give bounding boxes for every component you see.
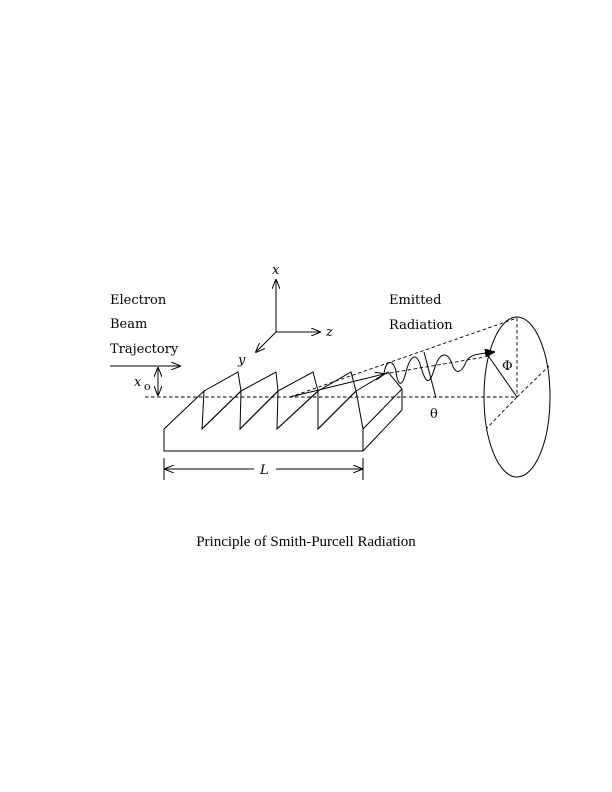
emission-ray-solid <box>289 374 384 398</box>
beam-label-line1: Electron <box>110 293 167 308</box>
emission-ray-dashed <box>289 317 518 398</box>
grating <box>163 371 403 452</box>
grating-base-outline <box>163 429 364 452</box>
grating-back-teeth <box>203 371 403 392</box>
emission-rays <box>289 317 518 398</box>
observation-plane: Φ <box>483 316 551 478</box>
y-axis-arrow <box>256 331 277 352</box>
length-label: L <box>259 463 269 478</box>
angle-phi-label: Φ <box>502 359 513 374</box>
offset-symbol: x <box>134 375 142 390</box>
phi-ray <box>486 353 518 398</box>
axis-z-label: z <box>325 325 333 340</box>
beam-label-line3: Trajectory <box>110 342 179 357</box>
emitted-label-line2: Radiation <box>389 318 453 333</box>
grating-depth-line <box>201 390 242 430</box>
length-dimension: L <box>163 458 364 480</box>
radiation-wave: θ <box>383 351 494 422</box>
theta-ray <box>423 351 437 399</box>
electron-beam: Electron Beam Trajectory x o <box>110 293 180 395</box>
ellipse-dashed-diagonal-lower <box>486 396 518 429</box>
grating-depth-line <box>276 390 319 430</box>
offset-subscript: o <box>144 380 151 393</box>
observation-ellipse <box>483 316 551 478</box>
beam-label-line2: Beam <box>110 317 147 332</box>
diagram-caption: Principle of Smith-Purcell Radiation <box>196 534 416 550</box>
axis-y-label: y <box>237 353 246 368</box>
ellipse-dashed-diagonal-upper <box>516 365 550 398</box>
wave-path <box>383 352 494 384</box>
grating-base-side-bottom <box>362 409 403 452</box>
angle-theta-label: θ <box>430 407 438 422</box>
grating-depth-line <box>362 388 403 430</box>
emitted-label-line1: Emitted <box>389 293 441 308</box>
coordinate-axes: x z y <box>237 263 333 368</box>
emission-ray-lower <box>383 356 486 375</box>
axis-x-label: x <box>272 263 280 278</box>
